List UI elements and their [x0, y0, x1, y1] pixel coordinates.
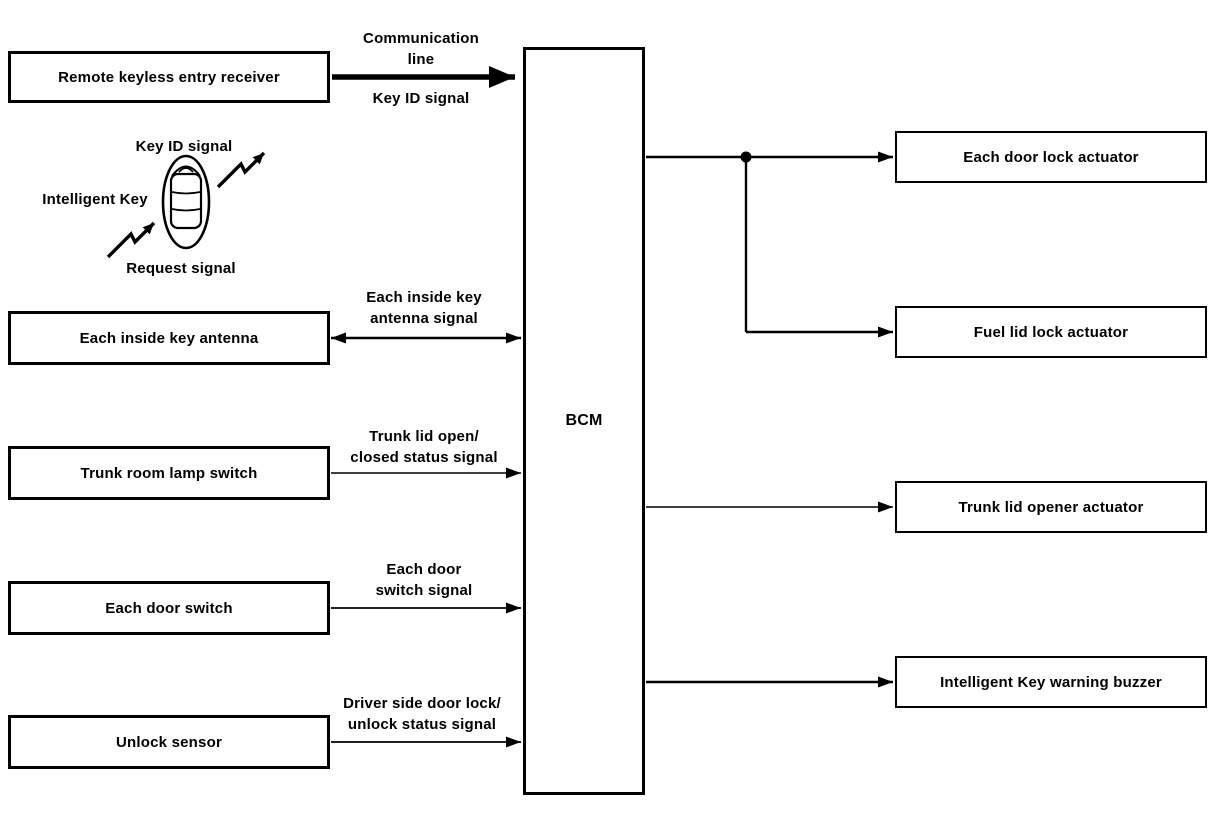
key-fob-button-divider-2 — [171, 208, 201, 212]
zigzag-arrow-key-id-signal — [216, 151, 266, 189]
key-fob-button-panel — [169, 172, 203, 230]
label-door-switch-signal: Each door switch signal — [375, 561, 473, 599]
zigzag-arrow-request-signal — [106, 221, 156, 259]
label-intelligent-key: Intelligent Key — [42, 191, 148, 208]
key-fob-ring-hole — [178, 167, 194, 173]
box-bcm: BCM — [523, 47, 645, 795]
label-inside-key-antenna-signal: Each inside key antenna signal — [366, 289, 482, 327]
box-intelligent-key-warning-buzzer: Intelligent Key warning buzzer — [895, 656, 1207, 708]
key-fob-body — [161, 154, 211, 250]
label-communication-line: Communication line — [363, 30, 479, 68]
key-fob-top-arch — [171, 165, 201, 177]
box-trunk-lid-opener-actuator: Trunk lid opener actuator — [895, 481, 1207, 533]
label-door-lock-status-signal: Driver side door lock/ unlock status sig… — [343, 695, 501, 733]
box-remote-keyless-entry-receiver: Remote keyless entry receiver — [8, 51, 330, 103]
key-fob-graphic — [106, 151, 266, 259]
box-fuel-lid-lock-actuator: Fuel lid lock actuator — [895, 306, 1207, 358]
box-unlock-sensor: Unlock sensor — [8, 715, 330, 769]
box-each-inside-key-antenna: Each inside key antenna — [8, 311, 330, 365]
box-each-door-switch: Each door switch — [8, 581, 330, 635]
label-key-id-signal: Key ID signal — [135, 138, 233, 155]
label-request-signal: Request signal — [126, 260, 236, 277]
label-trunk-lid-status-signal: Trunk lid open/ closed status signal — [350, 428, 498, 466]
label-key-id-signal-arrow: Key ID signal — [372, 90, 470, 107]
box-each-door-lock-actuator: Each door lock actuator — [895, 131, 1207, 183]
key-fob-button-divider-1 — [171, 191, 201, 195]
box-trunk-room-lamp-switch: Trunk room lamp switch — [8, 446, 330, 500]
